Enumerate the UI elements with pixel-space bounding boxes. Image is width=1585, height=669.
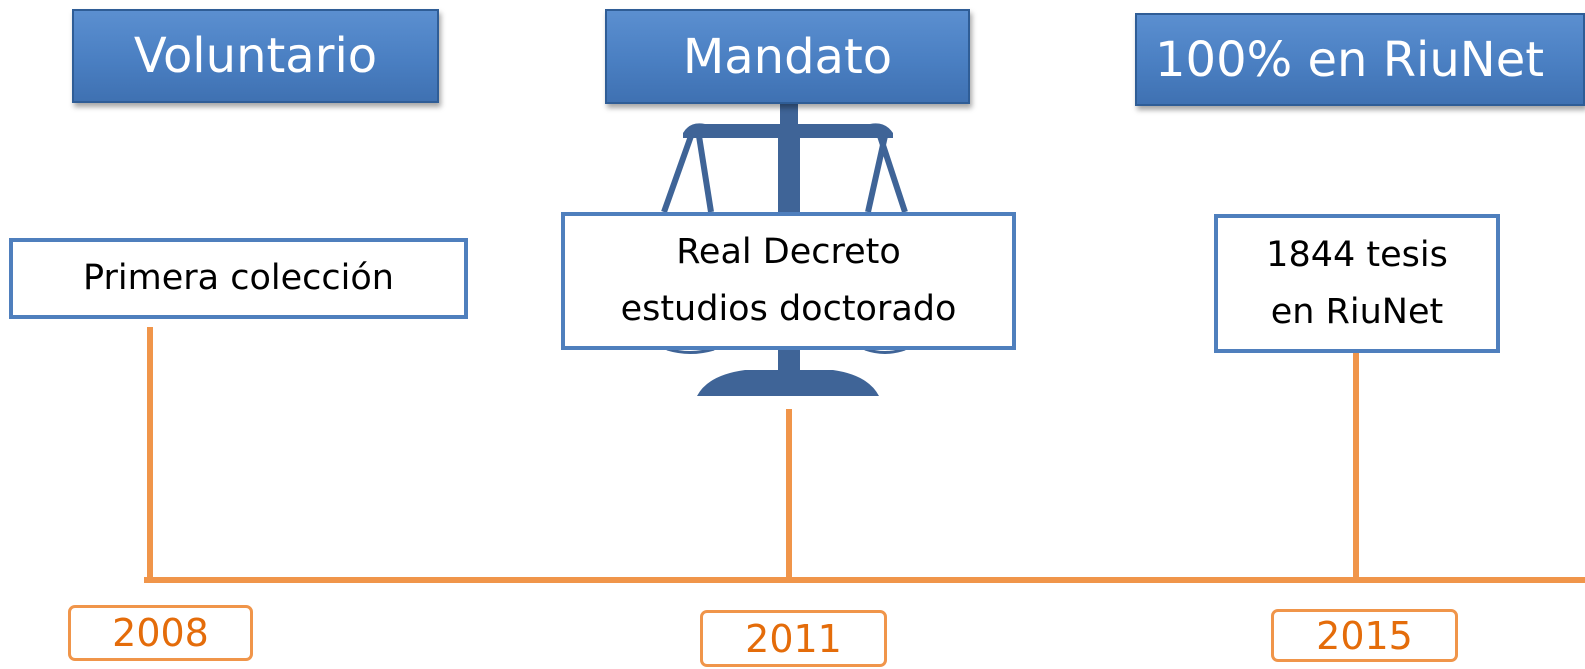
event-theses-line1: 1844 tesis: [1266, 234, 1448, 275]
phase-full-box: 100% en RiuNet: [1135, 13, 1585, 106]
phase-full-label: 100% en RiuNet: [1155, 31, 1545, 88]
year-2008-label: 2008: [68, 605, 253, 661]
event-first-collection-box: Primera colección: [9, 238, 468, 319]
event-royal-decree-line1: Real Decreto: [676, 232, 901, 272]
year-2011-text: 2011: [745, 616, 842, 661]
phase-voluntary-label: Voluntario: [133, 28, 378, 84]
event-royal-decree-box: Real Decreto estudios doctorado: [561, 212, 1016, 350]
year-2015-text: 2015: [1316, 613, 1413, 658]
event-royal-decree-line2: estudios doctorado: [620, 289, 957, 329]
phase-mandate-box: Mandato: [605, 9, 970, 104]
year-2011-label: 2011: [700, 610, 887, 667]
phase-voluntary-box: Voluntario: [72, 9, 439, 103]
scales-of-justice-icon: [661, 104, 908, 396]
event-first-collection-text: Primera colección: [83, 258, 394, 298]
year-2008-text: 2008: [112, 611, 209, 655]
event-theses-line2: en RiuNet: [1270, 291, 1444, 332]
phase-mandate-label: Mandato: [682, 28, 893, 85]
event-theses-box: 1844 tesis en RiuNet: [1214, 214, 1500, 353]
year-2015-label: 2015: [1271, 609, 1458, 662]
